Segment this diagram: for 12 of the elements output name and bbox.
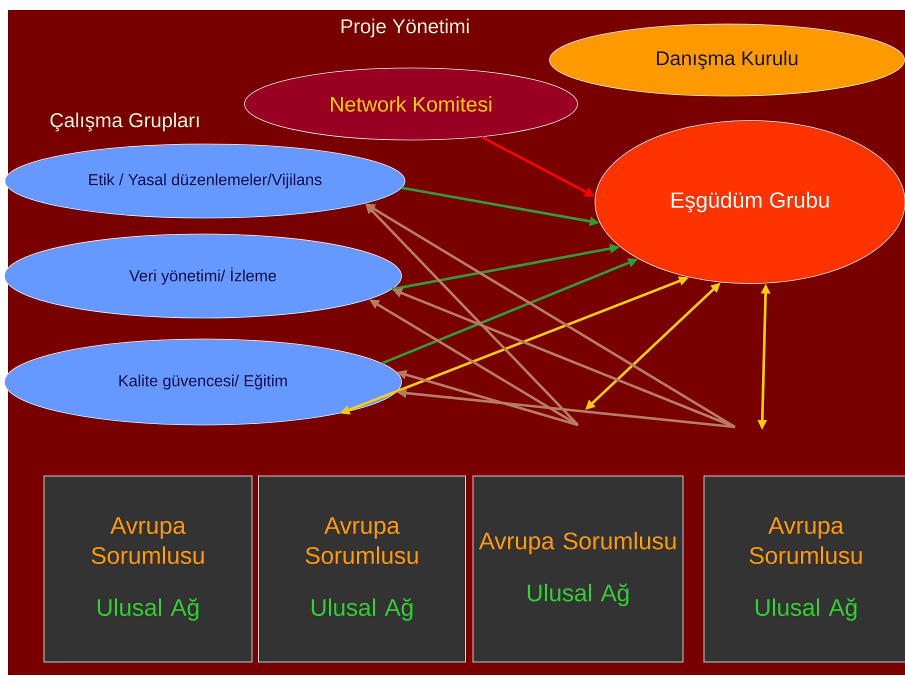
network-box: Avrupa Sorumlusu Ulusal Ağ [258,476,466,662]
ellipse-node: Eşgüdüm Grubu [594,120,905,284]
ellipse-node: Veri yönetimi/ İzleme [4,234,402,318]
network-box: Avrupa Sorumlusu Ulusal Ağ [44,476,252,662]
ellipse-node: Etik / Yasal düzenlemeler/Vijilans [4,144,406,218]
network-box: Avrupa Sorumlusu Ulusal Ağ [472,476,684,662]
heading-text: Proje Yönetimi [342,18,469,38]
network-box: Avrupa Sorumlusu Ulusal Ağ [704,476,905,662]
ellipse-node: Danışma Kurulu [549,24,905,96]
ellipse-node: Kalite güvencesi/ Eğitim [4,338,402,426]
heading-text: Çalışma Grupları [50,112,199,132]
ellipse-node: Network Komitesi [244,68,578,140]
